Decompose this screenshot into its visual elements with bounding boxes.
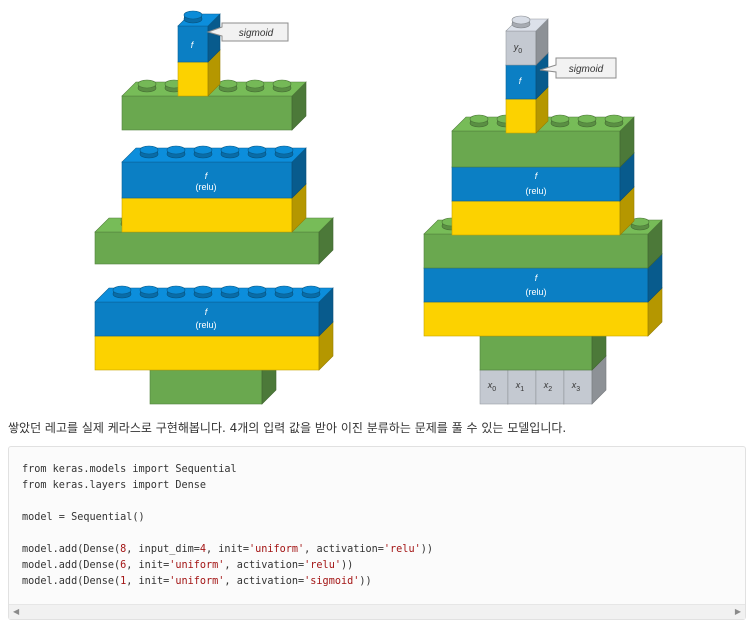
lego-stud	[301, 285, 321, 299]
left-output-layer-0	[177, 10, 221, 63]
horizontal-scrollbar[interactable]: ◀ ▶	[9, 604, 745, 619]
code-token: , input_dim=	[126, 544, 200, 555]
code-token: 'uniform'	[248, 544, 305, 555]
left-hidden1-layer-0	[121, 145, 307, 199]
left-hidden1-f: f	[205, 171, 209, 181]
lego-stud	[183, 10, 203, 24]
code-token: 8	[120, 544, 127, 555]
right-output-f: f	[519, 76, 523, 86]
lego-stud	[166, 285, 186, 299]
left-hidden2-relu: (relu)	[195, 320, 216, 330]
right-input-x3: x3	[571, 380, 581, 393]
code-line: model.add(Dense(8, input_dim=4, init='un…	[22, 542, 433, 558]
code-line: model.add(Dense(1, init='uniform', activ…	[22, 574, 433, 590]
code-line: model.add(Dense(6, init='uniform', activ…	[22, 558, 433, 574]
lego-stud	[511, 15, 531, 29]
code-token: 'uniform'	[169, 560, 225, 571]
code-token: 'uniform'	[169, 576, 225, 587]
left-output-f: f	[191, 40, 195, 50]
lego-stud	[247, 145, 267, 159]
left-hidden2-f: f	[205, 307, 209, 317]
code-token: ))	[359, 576, 372, 587]
code-token: , activation=	[304, 544, 384, 555]
right-output-y: y0	[513, 42, 523, 55]
code-token: , activation=	[224, 560, 305, 571]
right-hidden1-layer-0	[451, 114, 635, 168]
lego-stud	[272, 79, 292, 93]
code-token: 1	[120, 576, 127, 587]
lego-stud	[193, 285, 213, 299]
code-line: from keras.models import Sequential	[22, 462, 433, 478]
left-sigmoid-callout: sigmoid	[206, 22, 289, 42]
code-token: model.add(Dense(	[22, 544, 121, 555]
code-token: ))	[340, 560, 354, 571]
code-block: from keras.models import Sequential from …	[8, 446, 746, 620]
lego-stud	[604, 114, 624, 128]
left-hidden1-relu: (relu)	[195, 182, 216, 192]
lego-stud	[112, 285, 132, 299]
right-input-x1: x1	[515, 380, 525, 393]
lego-labels: sigmoid f f (relu) f (relu) y0 f sigmoid…	[191, 22, 617, 393]
code-token: , init=	[126, 576, 170, 587]
lego-stud	[550, 114, 570, 128]
lego-stud	[274, 145, 294, 159]
right-input-x2: x2	[543, 380, 553, 393]
code-token: 6	[120, 560, 127, 571]
code-token: 'sigmoid'	[304, 576, 360, 587]
lego-stud	[220, 145, 240, 159]
lego-stud	[166, 145, 186, 159]
code-line: from keras.layers import Dense	[22, 478, 433, 494]
lego-stud	[469, 114, 489, 128]
lego-stud	[630, 217, 650, 231]
code-token: ))	[420, 544, 433, 555]
right-sigmoid-label: sigmoid	[569, 64, 604, 75]
lego-bricks	[94, 10, 663, 405]
right-hidden2-f: f	[535, 273, 539, 283]
code-token: model.add(Dense(	[22, 576, 121, 587]
code-token: model = Sequential()	[22, 512, 145, 523]
lego-stud	[245, 79, 265, 93]
left-hidden2-layer-0	[94, 285, 334, 337]
lego-stud	[247, 285, 267, 299]
code-line	[22, 526, 433, 542]
code-token: from keras.models import Sequential	[22, 464, 237, 475]
left-plate2-stud-r	[318, 217, 334, 233]
code-line: model = Sequential()	[22, 510, 433, 526]
lego-stud	[137, 79, 157, 93]
lego-stud	[577, 114, 597, 128]
lego-stud	[193, 145, 213, 159]
right-input-x0: x0	[487, 380, 497, 393]
lego-stud	[218, 79, 238, 93]
right-hidden1-relu: (relu)	[525, 186, 546, 196]
code-token: 'relu'	[383, 544, 421, 555]
right-output-layer-0	[505, 15, 549, 66]
right-sigmoid-callout: sigmoid	[539, 57, 617, 79]
code-token: 'relu'	[304, 560, 341, 571]
lego-network-figure: sigmoid f f (relu) f (relu) y0 f sigmoid…	[94, 10, 663, 405]
code-token: , init=	[126, 560, 170, 571]
lego-stud	[139, 145, 159, 159]
lego-stud	[274, 285, 294, 299]
right-hidden1-f: f	[535, 171, 539, 181]
code-token: model.add(Dense(	[22, 560, 121, 571]
scroll-right-arrow-icon[interactable]: ▶	[734, 607, 741, 616]
code-token: from keras.layers import Dense	[22, 480, 207, 491]
code-line	[22, 494, 433, 510]
left-sigmoid-label: sigmoid	[239, 28, 274, 39]
scroll-left-arrow-icon[interactable]: ◀	[13, 607, 20, 616]
code-token: 4	[199, 544, 207, 555]
right-hidden2-relu: (relu)	[525, 287, 546, 297]
code-content: from keras.models import Sequential from …	[22, 462, 433, 590]
lego-stud	[220, 285, 240, 299]
lego-stud	[139, 285, 159, 299]
code-token: , init=	[206, 544, 249, 555]
code-token: , activation=	[224, 576, 305, 587]
caption-text: 쌓았던 레고를 실제 케라스로 구현해봅니다. 4개의 입력 값을 받아 이진 …	[8, 421, 567, 435]
